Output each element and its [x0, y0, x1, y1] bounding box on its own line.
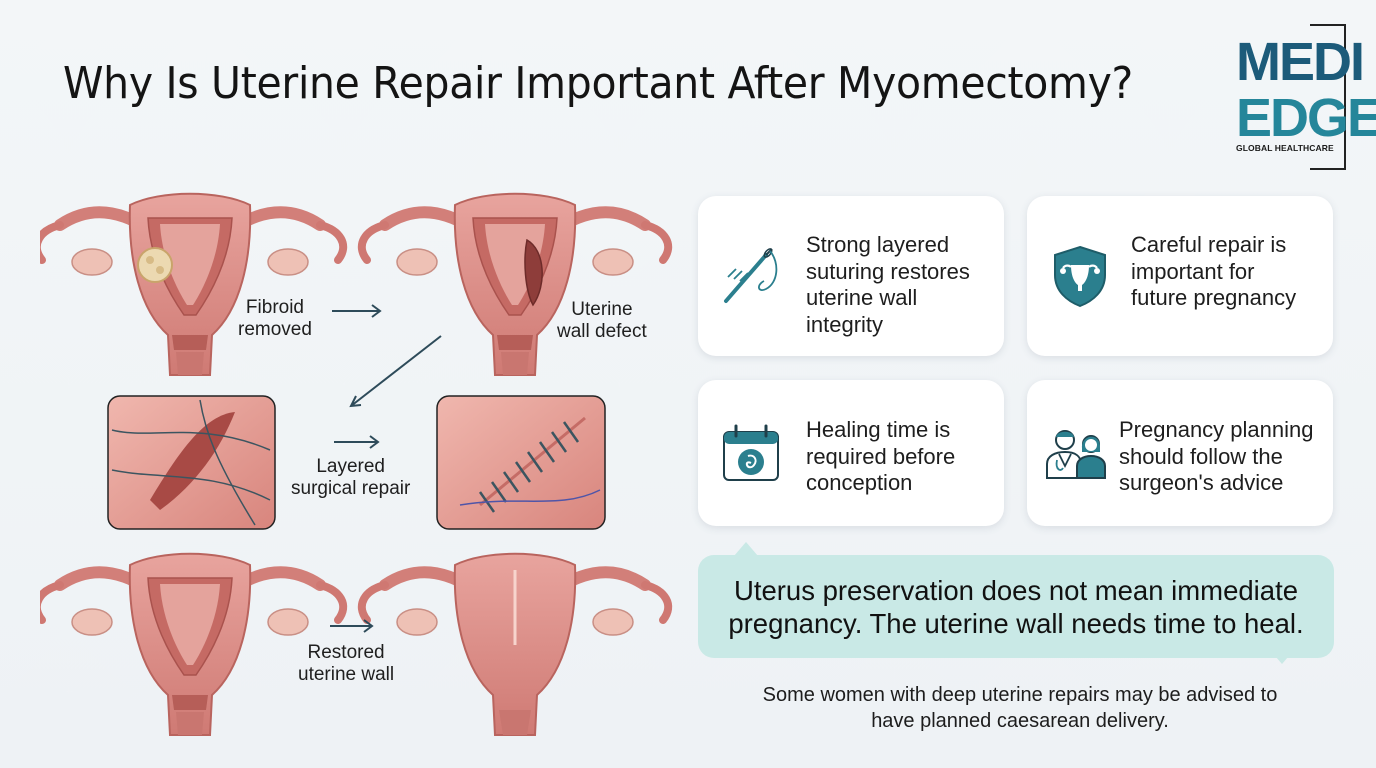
callout-line: pregnancy. The uterine wall needs time t… [728, 608, 1304, 639]
card-text: Careful repair is important for future p… [1131, 232, 1296, 312]
label-line: wall defect [557, 321, 647, 342]
brand-logo: MEDI EDGE GLOBAL HEALTHCARE [1236, 24, 1376, 170]
card-text-line: conception [806, 470, 913, 495]
uterus-exterior-scar-drawing [362, 554, 668, 735]
page-title: Why Is Uterine Repair Important After My… [63, 58, 1133, 109]
label-line: Fibroid [245, 297, 304, 318]
card-text: Pregnancy planning should follow the sur… [1119, 417, 1313, 497]
card-text-line: integrity [806, 311, 884, 337]
card-text: Strong layered suturing restores uterine… [806, 232, 970, 338]
uterus-defect-drawing [362, 194, 668, 375]
doctor-patient-icon [1046, 430, 1106, 479]
footnote-line: have planned caesarean delivery. [871, 710, 1169, 732]
uterus-shield-icon [1054, 245, 1106, 308]
card-text-line: Pregnancy planning [1119, 417, 1314, 442]
footnote-line: Some women with deep uterine repairs may… [762, 684, 1278, 706]
label-restored-uterine-wall: Restored uterine wall [298, 642, 394, 686]
process-arrows [330, 304, 442, 633]
label-line: Restored [307, 642, 385, 663]
card-text-line: surgeon's advice [1119, 470, 1284, 495]
info-card-healing-time: Healing time is required before concepti… [698, 380, 1004, 526]
card-text-line: future pregnancy [1131, 285, 1297, 310]
label-line: removed [238, 319, 312, 340]
label-line: uterine wall [298, 664, 395, 685]
label-line: Uterine [571, 299, 633, 320]
uterus-fibroid-drawing [40, 194, 343, 375]
uterus-repair-illustration [40, 180, 680, 740]
card-text-line: uterine wall [806, 285, 918, 310]
calendar-fetus-icon [723, 424, 779, 481]
info-card-future-pregnancy: Careful repair is important for future p… [1027, 196, 1333, 356]
card-text-line: should follow the [1119, 443, 1283, 469]
label-fibroid-removed: Fibroid removed [238, 297, 312, 341]
card-text-line: Healing time is [806, 417, 951, 442]
callout-pointer-top [734, 542, 758, 556]
label-line: surgical repair [291, 478, 411, 499]
label-line: Layered [316, 456, 385, 477]
callout-text: Uterus preservation does not mean immedi… [698, 574, 1334, 640]
logo-word-medi: MEDI [1236, 32, 1365, 92]
needle-suture-icon [724, 248, 778, 303]
card-text-line: suturing restores [806, 258, 970, 284]
footnote: Some women with deep uterine repairs may… [700, 682, 1340, 734]
logo-tagline: GLOBAL HEALTHCARE [1236, 143, 1334, 153]
card-text: Healing time is required before concepti… [806, 417, 955, 497]
closeup-open-defect-panel [107, 395, 276, 530]
logo-frame [1310, 24, 1346, 170]
card-text-line: Careful repair is [1131, 232, 1287, 257]
callout-line: Uterus preservation does not mean immedi… [733, 575, 1299, 606]
info-card-suturing: Strong layered suturing restores uterine… [698, 196, 1004, 356]
callout-box: Uterus preservation does not mean immedi… [698, 555, 1334, 658]
card-text-line: Strong layered [806, 232, 950, 257]
card-text-line: important for [1131, 258, 1255, 284]
label-layered-surgical-repair: Layered surgical repair [291, 456, 410, 500]
card-text-line: required before [806, 443, 956, 469]
callout-pointer-bottom [1270, 650, 1294, 664]
logo-word-edge: EDGE [1236, 88, 1376, 148]
label-uterine-wall-defect: Uterine wall defect [557, 299, 647, 343]
info-card-pregnancy-planning: Pregnancy planning should follow the sur… [1027, 380, 1333, 526]
closeup-sutured-panel [436, 395, 606, 530]
